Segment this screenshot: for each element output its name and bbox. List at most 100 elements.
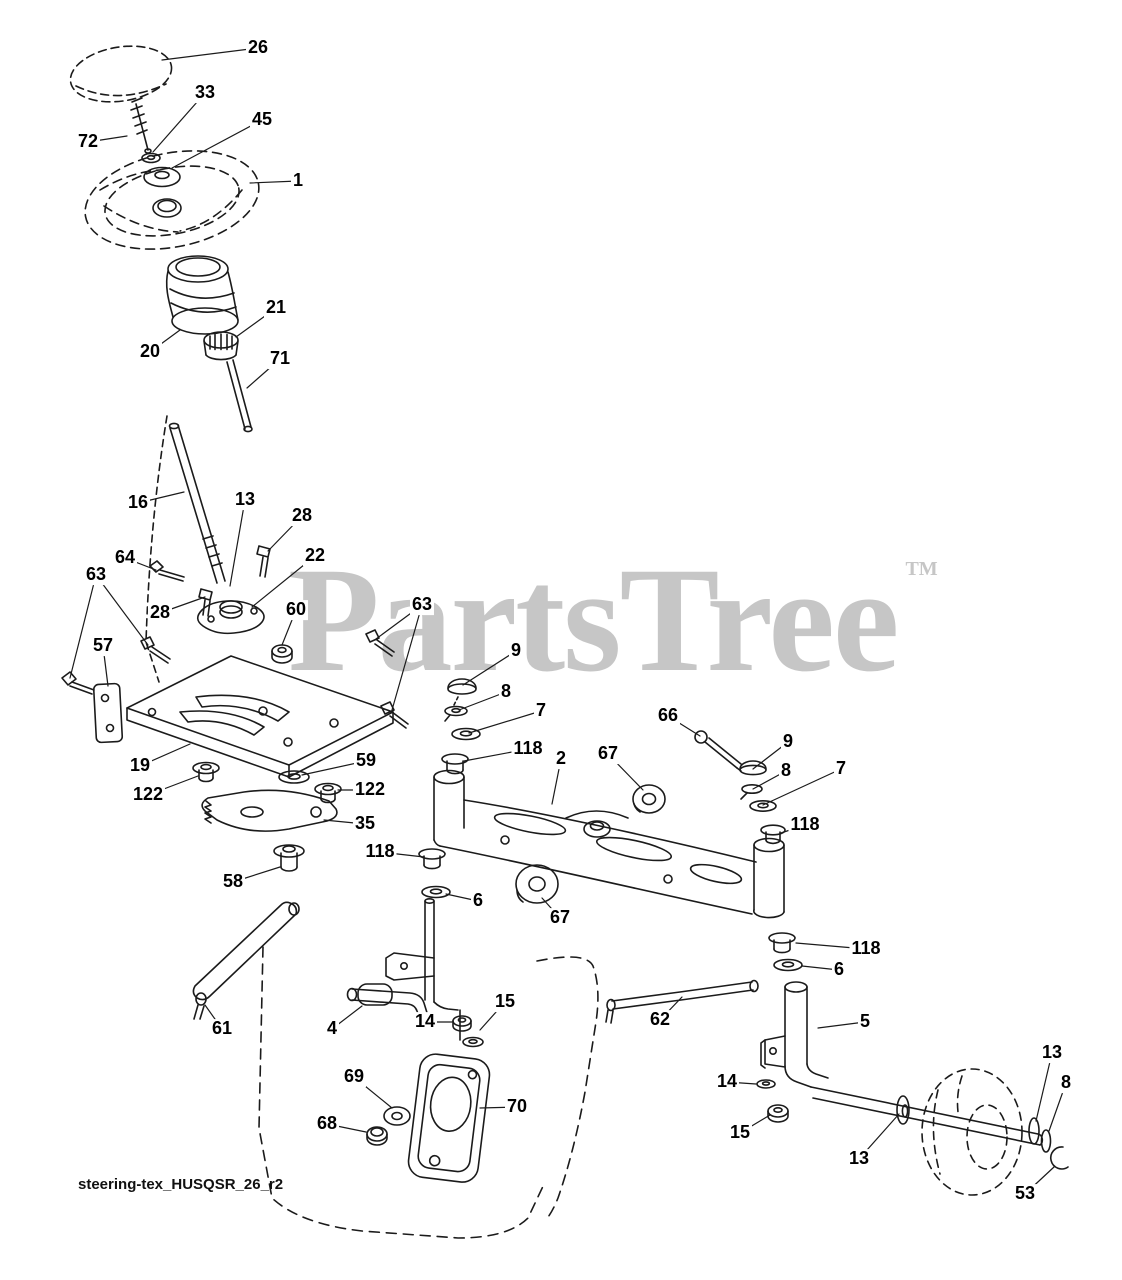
callout-58-35: 58 [220,871,246,892]
callout-16-8: 16 [125,492,151,513]
retaining-clip-53 [1049,1146,1069,1170]
steering-shaft-16 [145,415,226,683]
leader-line-13 [229,499,246,587]
shaft-71 [226,359,253,433]
bracket-70 [407,1053,491,1183]
leader-line-5 [817,1021,866,1029]
callout-20-6: 20 [137,341,163,362]
callout-70-51: 70 [504,1096,530,1117]
callout-68-50: 68 [314,1113,340,1134]
bolt-63b [140,636,171,664]
washer-13a [1028,1117,1040,1145]
cap-9a [447,678,477,706]
flange-nut-68 [366,1126,388,1146]
leader-line-26 [161,47,259,61]
wheel [921,1068,1023,1196]
bolt-63a [61,671,95,695]
spacer-67b [515,864,559,904]
leader-line-13 [1035,1052,1053,1122]
bolt-66 [694,730,742,772]
steering-cap-26 [69,45,173,103]
callout-9-25: 9 [780,731,796,752]
watermark-text: PartsTree [288,537,899,703]
callout-28-14: 28 [147,602,173,623]
callout-7-27: 7 [833,758,849,779]
callout-63-16: 63 [409,594,435,615]
washer-6b [773,958,803,972]
washer-59 [278,770,310,784]
bolt-64 [149,560,185,582]
callout-60-15: 60 [283,599,309,620]
callout-7-20: 7 [533,700,549,721]
hub-insert-45 [143,166,181,188]
callout-19-28: 19 [127,755,153,776]
left-spindle-shaft [385,897,461,1041]
callout-14-47: 14 [714,1071,740,1092]
callout-59-29: 59 [353,750,379,771]
callout-9-18: 9 [508,640,524,661]
bolt-28a [256,545,271,578]
callout-2-23: 2 [553,748,569,769]
callout-71-7: 71 [267,348,293,369]
bushing-118d [768,932,796,954]
callout-15-52: 15 [727,1122,753,1143]
leader-line-63 [69,574,97,679]
leader-line-1 [249,180,299,184]
callout-4-41: 4 [324,1018,340,1039]
callout-22-12: 22 [302,545,328,566]
callout-69-46: 69 [341,1066,367,1087]
axle-assembly-2 [433,769,785,919]
bushing-122a [192,761,220,783]
watermark-trademark: TM [905,558,938,580]
callout-14-42: 14 [412,1011,438,1032]
washer-14b [756,1079,776,1089]
callout-118-38: 118 [849,938,883,959]
callout-6-39: 6 [831,959,847,980]
leader-line-45 [171,119,263,169]
bushing-118c [418,848,446,870]
leader-line-7 [762,768,842,806]
diagram-filename: steering-tex_HUSQSR_26_r2 [78,1176,284,1193]
callout-118-32: 118 [788,814,822,835]
washer-13b [896,1095,910,1125]
leader-line-9 [462,650,517,686]
callout-21-5: 21 [263,297,289,318]
callout-28-10: 28 [289,505,315,526]
tie-rod-61 [192,901,300,1020]
callout-63-13: 63 [83,564,109,585]
callout-64-11: 64 [112,547,138,568]
callout-8-49: 8 [1058,1072,1074,1093]
steering-boot-20 [165,255,239,335]
nut-15b [767,1104,789,1123]
bushing-58 [273,844,305,872]
callout-26-0: 26 [245,37,271,58]
frame-outline-dashed [258,946,599,1239]
callout-57-17: 57 [90,635,116,656]
callout-118-34: 118 [363,841,397,862]
bushing-122b [314,782,342,804]
callout-122-30: 122 [130,784,166,805]
callout-118-22: 118 [511,738,545,759]
washer-8b [740,783,763,800]
callout-35-33: 35 [352,813,378,834]
tie-rod-62 [605,979,759,1024]
bolt-28b [198,588,213,617]
bushing-118a [441,753,469,775]
callout-13-53: 13 [846,1148,872,1169]
leader-line-63 [391,604,423,711]
bolt-63c [365,629,395,657]
plate-57 [92,682,124,744]
callout-66-21: 66 [655,705,681,726]
callout-8-26: 8 [778,760,794,781]
callout-13-48: 13 [1039,1042,1065,1063]
washer-8c [1040,1129,1052,1153]
sector-gear-35 [201,789,338,832]
washer-7b [749,799,777,812]
callout-6-36: 6 [470,890,486,911]
washer-15a [462,1036,484,1048]
leader-line-63 [95,574,149,646]
washer-69 [383,1106,411,1126]
callout-67-37: 67 [547,907,573,928]
